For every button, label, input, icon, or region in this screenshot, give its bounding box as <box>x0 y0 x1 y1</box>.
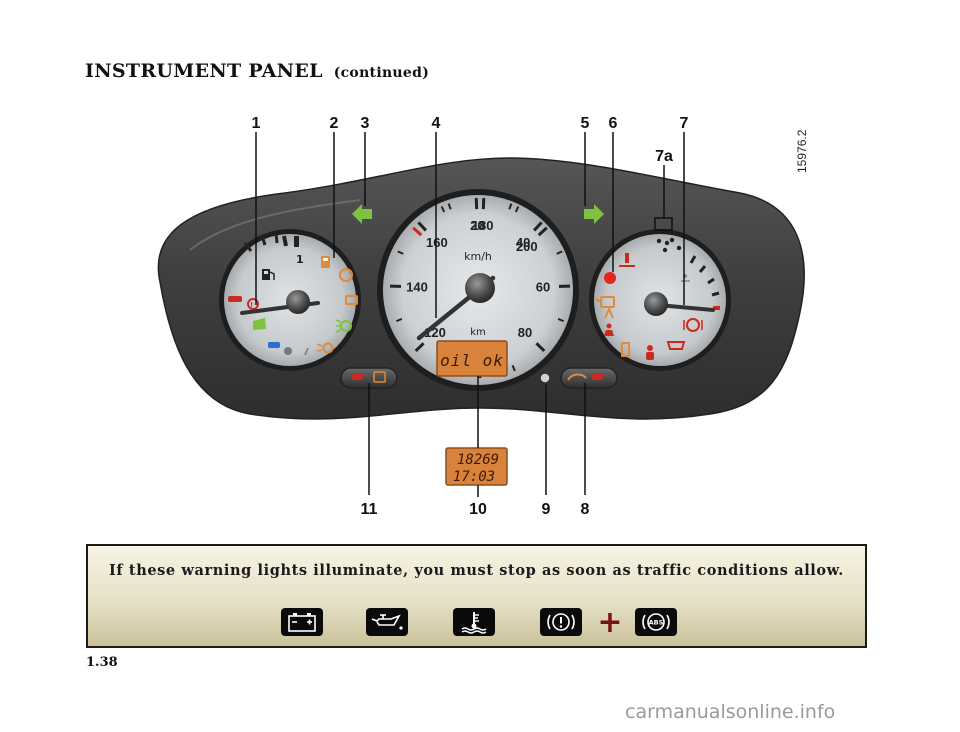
tachometer-dial <box>589 229 731 371</box>
callout-9: 9 <box>542 501 551 518</box>
stop-warning-text: If these warning lights illuminate, you … <box>109 562 844 579</box>
speed-tick <box>417 221 428 232</box>
page-title-suffix: (continued) <box>333 65 430 81</box>
right-lower-warning-lamps <box>560 367 618 389</box>
speedometer-dial: 20406080100120140160180200 km/h km oil o… <box>377 189 579 391</box>
door-open-warning-icon <box>621 342 630 357</box>
speed-tick <box>412 226 423 237</box>
watermark: carmanualsonline.info <box>625 701 836 723</box>
speed-tick <box>514 206 520 213</box>
instrument-panel-diagram: 1 ! <box>157 115 809 518</box>
svg-text:+: + <box>597 610 622 634</box>
speed-tick <box>508 203 513 210</box>
stop-warning-box: If these warning lights illuminate, you … <box>86 544 867 648</box>
callout-8: 8 <box>581 501 590 518</box>
left-turn-indicator-icon <box>352 204 372 224</box>
housing-highlight <box>189 199 361 251</box>
fuel-full-label: 1 <box>296 253 304 266</box>
callout-7a: 7a <box>655 148 673 165</box>
fuel-pump-icon <box>262 269 275 280</box>
multifunction-display-text: oil ok <box>440 351 504 370</box>
fuel-low-warning-icon <box>321 256 330 268</box>
speed-label-20: 20 <box>470 218 484 233</box>
callout-10: 10 <box>469 501 487 518</box>
fog-light-icon <box>335 319 352 333</box>
red-low-warning-icon <box>228 296 242 302</box>
battery-icon <box>281 608 323 636</box>
coolant-warning-icon <box>619 253 635 267</box>
page-title-main: INSTRUMENT PANEL <box>85 60 323 82</box>
speed-tick <box>511 365 516 372</box>
callout-6: 6 <box>609 115 618 132</box>
speed-label-40: 40 <box>516 235 530 250</box>
green-indicator-icon <box>253 318 266 330</box>
orange-warning-icon <box>339 268 353 282</box>
speed-tick <box>537 226 548 237</box>
right-turn-indicator-icon <box>584 204 604 224</box>
clock-reading: 17:03 <box>453 469 495 485</box>
main-beam-icon <box>268 342 280 348</box>
speed-tick <box>535 342 546 353</box>
brake-warning-icon <box>540 608 582 636</box>
speed-tick <box>414 342 425 353</box>
speed-tick <box>440 206 446 213</box>
callout-5: 5 <box>581 115 590 132</box>
callout-11: 11 <box>361 501 378 518</box>
speed-tick <box>397 250 404 255</box>
left-lower-warning-lamps <box>340 367 398 389</box>
speed-unit-label: km/h <box>464 250 492 263</box>
speed-tick <box>447 203 452 210</box>
rear-fog-light-icon <box>316 342 334 354</box>
vehicle-warning-icon <box>666 341 686 350</box>
trip-reset-button[interactable] <box>539 372 551 384</box>
fuel-gauge-dial: 1 ! <box>219 229 361 371</box>
callout-3: 3 <box>361 115 370 132</box>
callout-7: 7 <box>680 115 689 132</box>
coolant-temperature-icon <box>453 608 495 636</box>
distance-unit-label: km <box>470 327 486 338</box>
page-title: INSTRUMENT PANEL (continued) <box>85 60 429 82</box>
odometer-clock-display <box>445 447 508 486</box>
speed-label-80: 80 <box>518 325 532 340</box>
callout-2: 2 <box>330 115 339 132</box>
callout-lines <box>255 132 685 497</box>
speed-tick <box>557 317 565 323</box>
plus-symbol: + <box>597 610 622 634</box>
fuel-gauge-hub <box>286 290 310 314</box>
svg-text:!: ! <box>250 301 253 309</box>
callout-4: 4 <box>432 115 441 132</box>
speed-tick <box>395 317 403 323</box>
multifunction-display <box>436 340 508 377</box>
speed-label-160: 160 <box>426 235 448 250</box>
speedometer-hub <box>465 273 495 303</box>
brake-warning-icon-right <box>683 318 703 332</box>
speed-label-200: 200 <box>516 239 538 254</box>
small-indicator-icon <box>284 347 292 355</box>
oil-pressure-icon <box>366 608 408 636</box>
figure-reference-code: 15976.2 <box>795 129 809 173</box>
abs-icon: ABS <box>635 608 677 636</box>
speed-tick <box>556 250 563 255</box>
seat-occupant-warning-icon <box>646 345 654 360</box>
oil-level-warning-icon <box>595 296 615 319</box>
handbrake-warning-icon: ! <box>247 298 259 310</box>
odometer-reading: 18269 <box>457 452 499 468</box>
page-number: 1.38 <box>86 655 118 670</box>
windscreen-warning-icon <box>345 295 358 305</box>
speed-label-60: 60 <box>536 280 550 295</box>
abs-icon-label: ABS <box>649 619 664 627</box>
red-stop-warning-light <box>604 272 616 284</box>
speed-tick <box>532 221 543 232</box>
speed-label-140: 140 <box>406 280 428 295</box>
speed-label-180: 180 <box>472 218 494 233</box>
airbag-warning-icon <box>604 323 614 336</box>
tachometer-hub <box>644 292 668 316</box>
callout-1: 1 <box>252 115 261 132</box>
